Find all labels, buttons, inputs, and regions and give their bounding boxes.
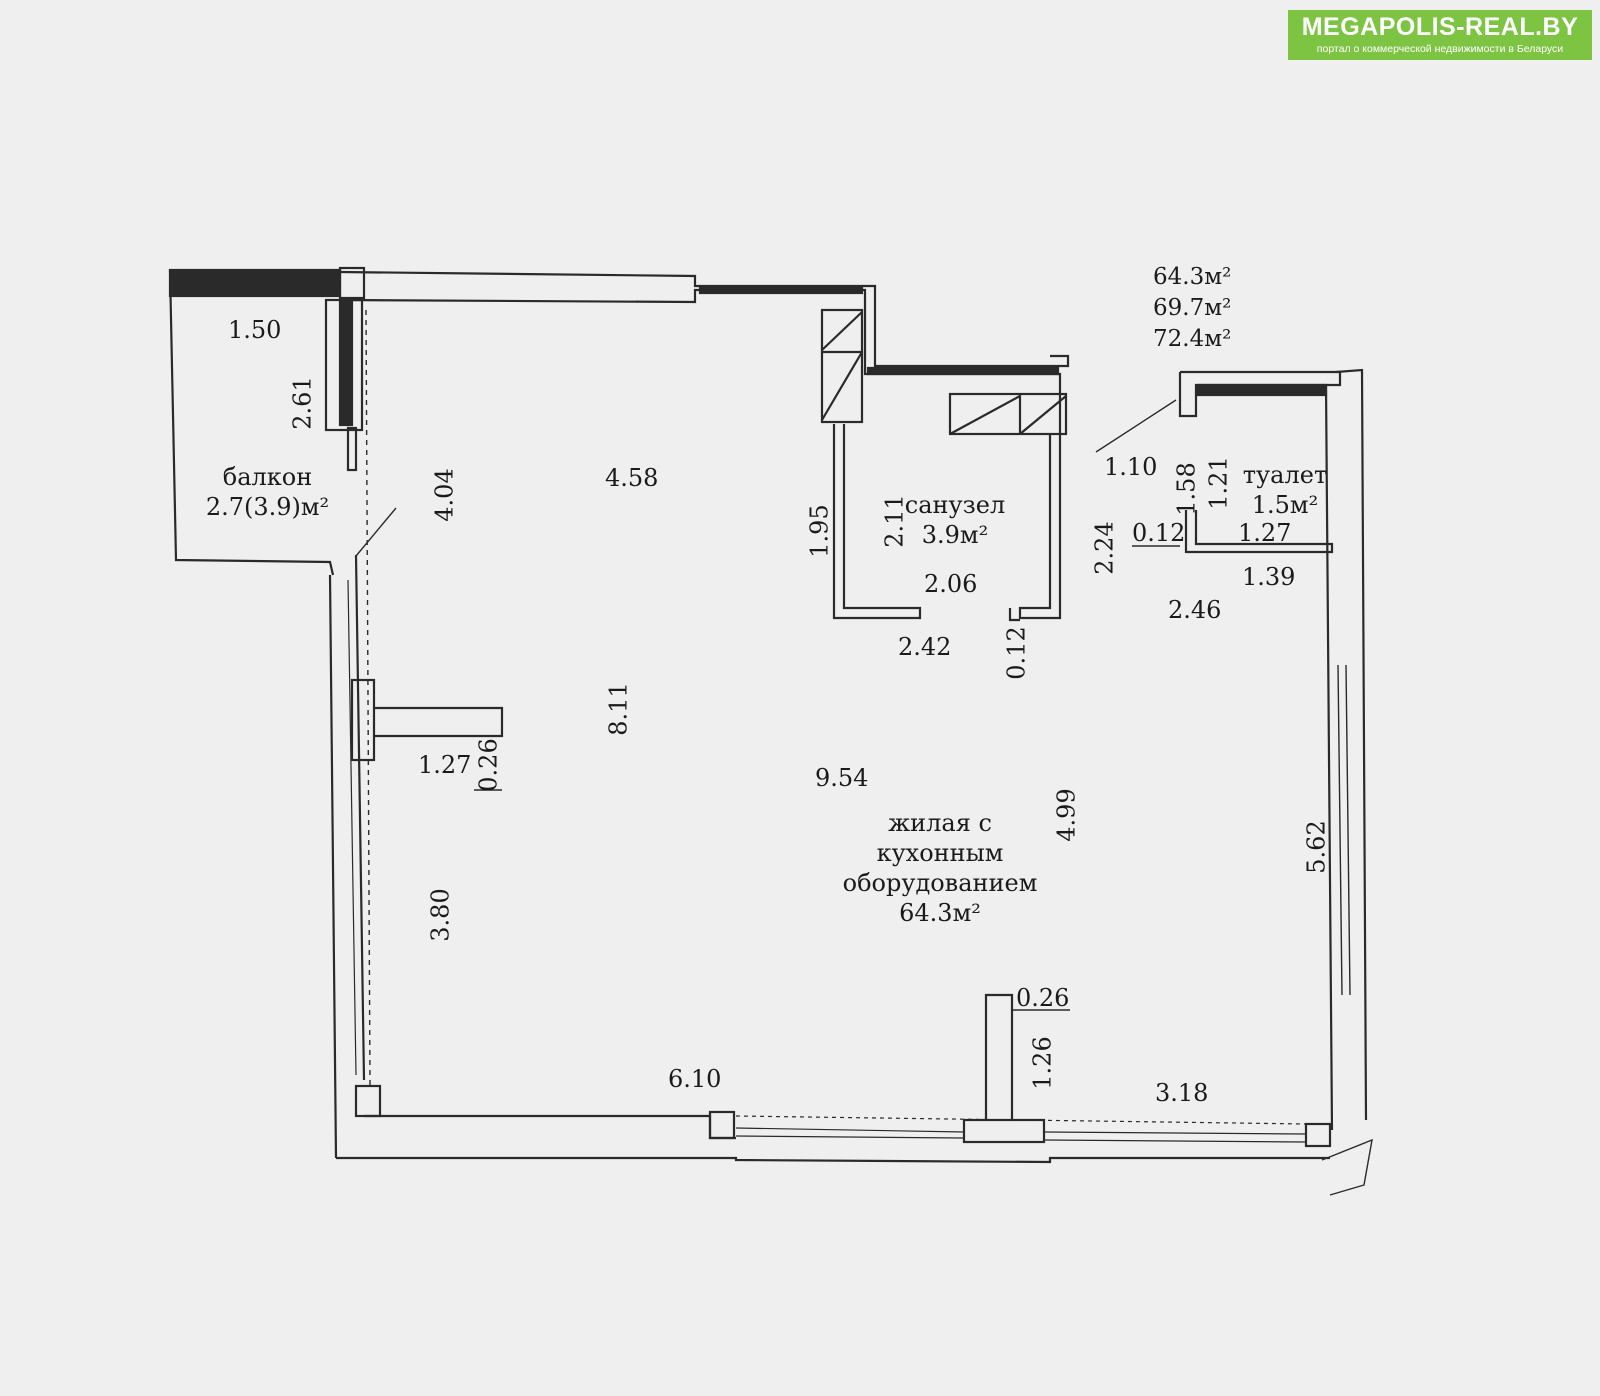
shaft-right-diag-1 xyxy=(949,395,1021,435)
bottom-stub-wall xyxy=(984,993,1014,1120)
right-break-lines xyxy=(1321,1138,1373,1196)
balcony-label: балкон 2.7(3.9)м² xyxy=(195,462,340,522)
site-name: MEGAPOLIS-REAL.BY xyxy=(1301,13,1579,41)
dim-3-18: 3.18 xyxy=(1155,1079,1209,1107)
site-banner[interactable]: MEGAPOLIS-REAL.BY портал о коммерческой … xyxy=(1288,10,1592,60)
right-wall-outer xyxy=(1335,368,1368,1121)
toilet-area: 1.5м² xyxy=(1251,491,1319,519)
toilet-name: туалет xyxy=(1242,461,1328,489)
left-stub-column xyxy=(350,678,376,762)
dim-2-11: 2.11 xyxy=(880,494,909,548)
dim-4-58: 4.58 xyxy=(605,464,659,492)
left-window-line xyxy=(347,579,357,1076)
dim-4-04: 4.04 xyxy=(430,468,459,522)
dim-0-26a: 0.26 xyxy=(474,738,503,792)
bathroom-left-wall xyxy=(832,424,922,620)
total-area-1: 64.3м² xyxy=(1153,264,1232,290)
dim-1-58: 1.58 xyxy=(1172,462,1201,516)
bottom-dashed-line xyxy=(735,1115,1307,1125)
left-pillar-top-fill xyxy=(338,298,354,427)
dim-4-99: 4.99 xyxy=(1052,788,1081,842)
left-wall-inner xyxy=(354,554,366,1081)
living-name-line2: кухонным xyxy=(876,839,1004,867)
bathroom-door-jamb xyxy=(1008,608,1020,622)
dim-9-54: 9.54 xyxy=(815,764,869,792)
dim-8-11: 8.11 xyxy=(604,682,633,736)
total-areas: 64.3м² 69.7м² 72.4м² xyxy=(1153,262,1231,355)
shaft-left-diag-2 xyxy=(821,351,863,421)
living-name-line3: оборудованием xyxy=(842,869,1038,897)
dim-1-10: 1.10 xyxy=(1104,453,1158,481)
toilet-bottom-wall xyxy=(1184,510,1334,554)
living-area: 64.3м² xyxy=(899,899,981,927)
bottom-pier-2 xyxy=(962,1118,1046,1144)
balcony-area: 2.7(3.9)м² xyxy=(205,493,330,521)
dim-1-50: 1.50 xyxy=(228,316,282,344)
total-area-3: 72.4м² xyxy=(1153,326,1232,352)
dim-2-42: 2.42 xyxy=(898,633,952,661)
dim-2-46: 2.46 xyxy=(1168,596,1222,624)
dim-3-80: 3.80 xyxy=(426,888,455,942)
bathroom-label: санузел 3.9м² xyxy=(880,490,1030,550)
right-window-1 xyxy=(1337,664,1343,996)
bathroom-name: санузел xyxy=(904,491,1006,519)
bottom-window-2a xyxy=(1043,1131,1307,1135)
dim-2-61: 2.61 xyxy=(288,376,317,430)
shaft-right-diag-2 xyxy=(1019,395,1067,435)
top-wall-inner xyxy=(339,288,1062,388)
site-tagline: портал о коммерческой недвижимости в Бел… xyxy=(1316,43,1564,55)
right-window-2 xyxy=(1345,664,1351,996)
dim-1-95: 1.95 xyxy=(805,504,834,558)
right-wall-inner xyxy=(1324,384,1334,1131)
shaft-left xyxy=(820,308,864,424)
top-wall-outer xyxy=(339,270,1070,368)
dim-1-21: 1.21 xyxy=(1204,456,1233,510)
balcony-outline xyxy=(168,269,335,576)
bottom-window-1b xyxy=(735,1135,965,1139)
dim-0-26b: 0.26 xyxy=(1016,984,1070,1012)
dim-2-06: 2.06 xyxy=(924,570,978,598)
balcony-rail xyxy=(338,266,366,300)
dim-1-39: 1.39 xyxy=(1242,563,1296,591)
bottom-window-2b xyxy=(1043,1139,1307,1143)
bottom-pier-3 xyxy=(1304,1122,1332,1148)
shaft-right xyxy=(948,392,1068,436)
bottom-pier-1 xyxy=(708,1110,736,1140)
balcony-name: балкон xyxy=(222,463,313,491)
toilet-label: туалет 1.5м² xyxy=(1230,460,1340,520)
dim-0-12a: 0.12 xyxy=(1002,626,1031,680)
left-wall-outer xyxy=(328,574,338,1159)
dim-5-62: 5.62 xyxy=(1302,820,1331,874)
dim-1-27a: 1.27 xyxy=(1238,519,1292,547)
bottom-left-corner xyxy=(354,1084,382,1118)
dim-1-26: 1.26 xyxy=(1028,1036,1057,1090)
bathroom-right-wall xyxy=(1018,388,1062,620)
shaft-left-diag-1 xyxy=(821,311,863,351)
dim-2-24: 2.24 xyxy=(1090,521,1119,575)
left-stub-wall xyxy=(374,706,504,738)
bottom-window-1a xyxy=(735,1127,965,1133)
door-post xyxy=(346,426,358,472)
balcony-leader xyxy=(355,507,397,557)
dim-1-27b: 1.27 xyxy=(418,751,472,779)
total-area-2: 69.7м² xyxy=(1153,295,1232,321)
bathroom-area: 3.9м² xyxy=(921,521,989,549)
dim-6-10: 6.10 xyxy=(668,1065,722,1093)
top-wall-fill-2 xyxy=(866,366,1060,376)
living-room-label: жилая с кухонным оборудованием 64.3м² xyxy=(830,808,1050,928)
top-wall-fill xyxy=(698,285,864,295)
living-name-line1: жилая с xyxy=(888,809,992,837)
bottom-wall-outer xyxy=(336,1156,1330,1164)
dim-0-12b: 0.12 xyxy=(1132,519,1186,547)
toilet-leader xyxy=(1095,399,1177,453)
